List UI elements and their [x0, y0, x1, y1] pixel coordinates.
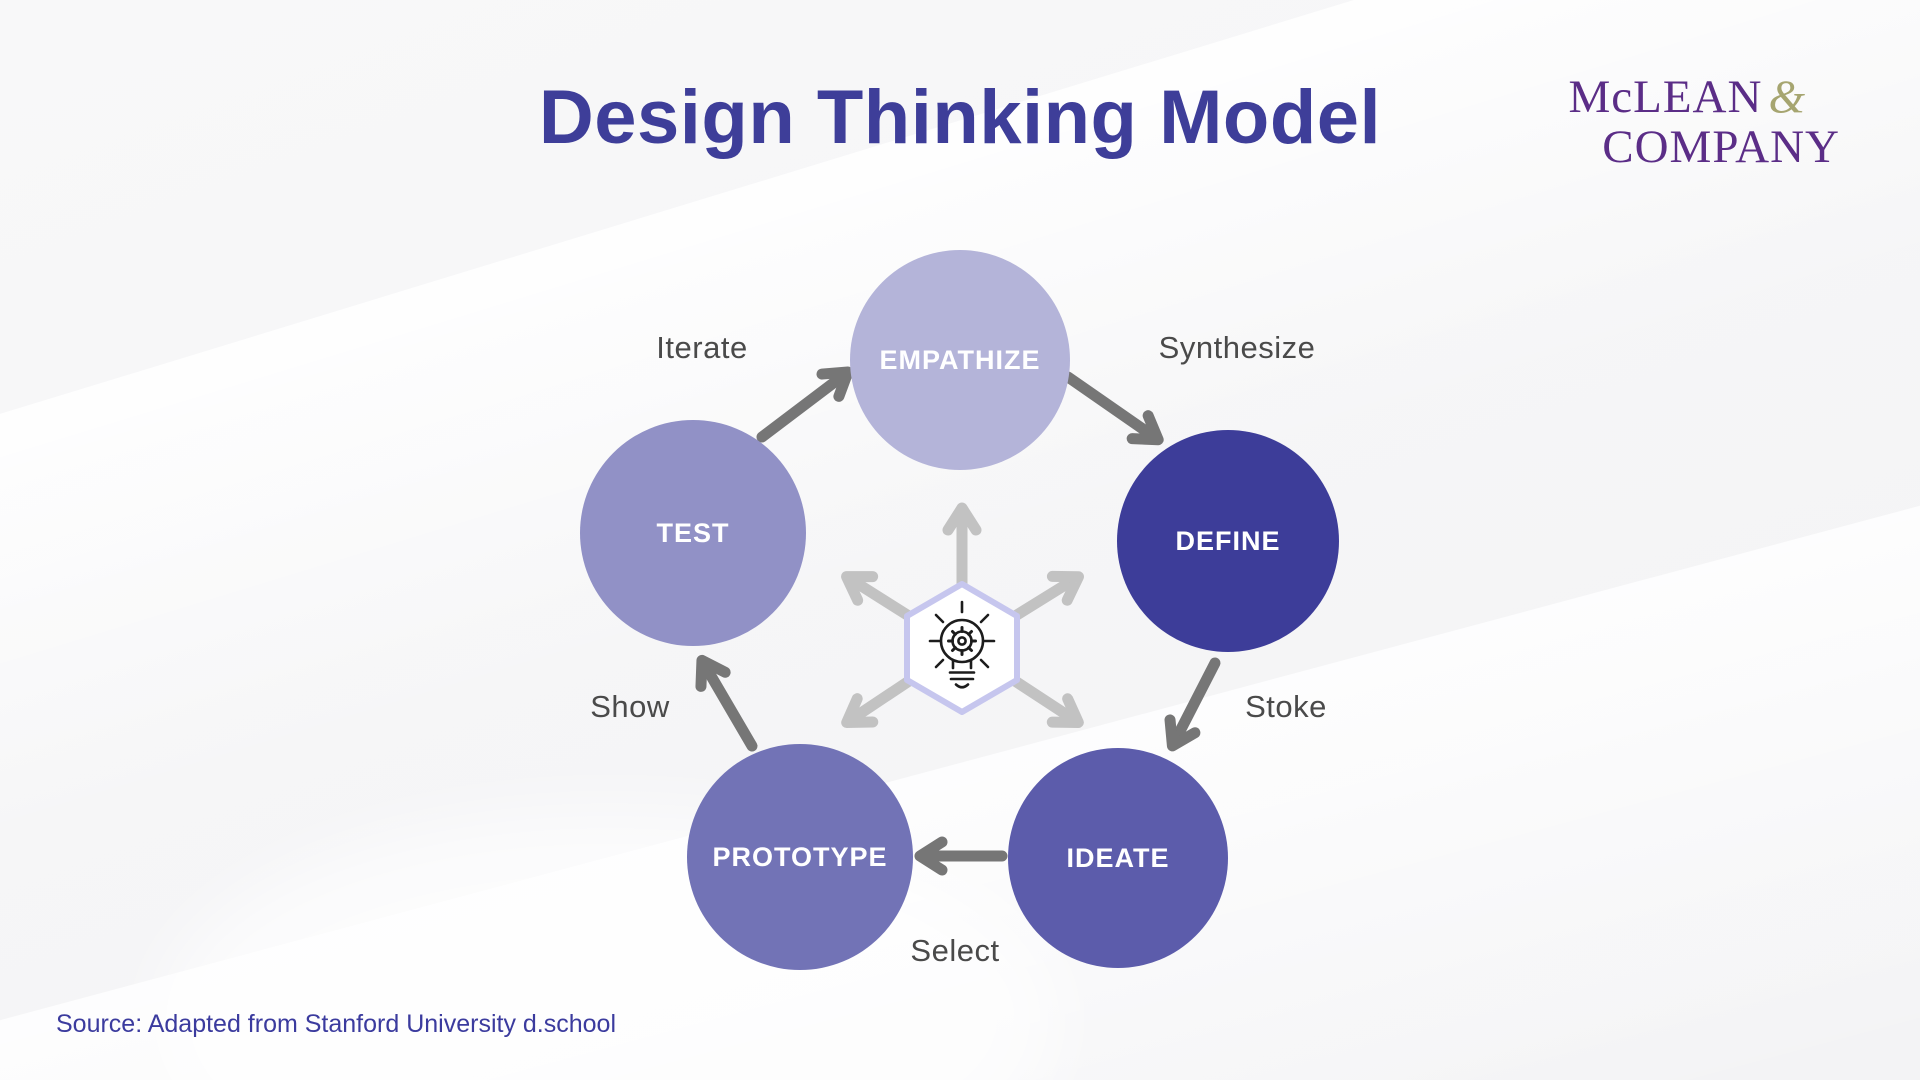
- transition-label-synthesize: Synthesize: [1158, 330, 1316, 365]
- stage-ideate: IDEATE: [1008, 748, 1228, 968]
- transition-label-select: Select: [910, 933, 1000, 968]
- transition-label-iterate: Iterate: [656, 330, 748, 365]
- stage-label: DEFINE: [1175, 525, 1281, 556]
- stage-prototype: PROTOTYPE: [687, 744, 913, 970]
- arrow-prototype-to-test-icon: [695, 654, 758, 752]
- stage-define: DEFINE: [1117, 430, 1339, 652]
- center-arrow-lower-right-icon: [1006, 673, 1084, 728]
- center-arrow-lower-left-icon: [841, 673, 918, 729]
- logo-name-top: McLEAN: [1568, 71, 1763, 123]
- stage-empathize: EMPATHIZE: [850, 250, 1070, 470]
- arrow-define-to-ideate-icon: [1164, 657, 1221, 752]
- stage-test: TEST: [580, 420, 806, 646]
- transition-label-show: Show: [590, 689, 670, 724]
- arrow-empathize-to-define-icon: [1062, 371, 1164, 446]
- stage-label: TEST: [656, 517, 730, 548]
- source-note: Source: Adapted from Stanford University…: [56, 1010, 617, 1038]
- arrow-test-to-empathize-icon: [756, 366, 854, 443]
- center-arrow-upper-left-icon: [841, 571, 918, 624]
- transition-label-stoke: Stoke: [1245, 689, 1327, 724]
- logo-ampersand: &: [1768, 71, 1806, 123]
- stage-label: PROTOTYPE: [712, 841, 888, 872]
- stage-label: EMPATHIZE: [879, 344, 1041, 375]
- company-logo: McLEAN& COMPANY: [1568, 74, 1840, 171]
- stage-label: IDEATE: [1066, 842, 1170, 873]
- logo-name-bottom: COMPANY: [1602, 121, 1840, 173]
- center-arrow-upper-right-icon: [1006, 570, 1084, 624]
